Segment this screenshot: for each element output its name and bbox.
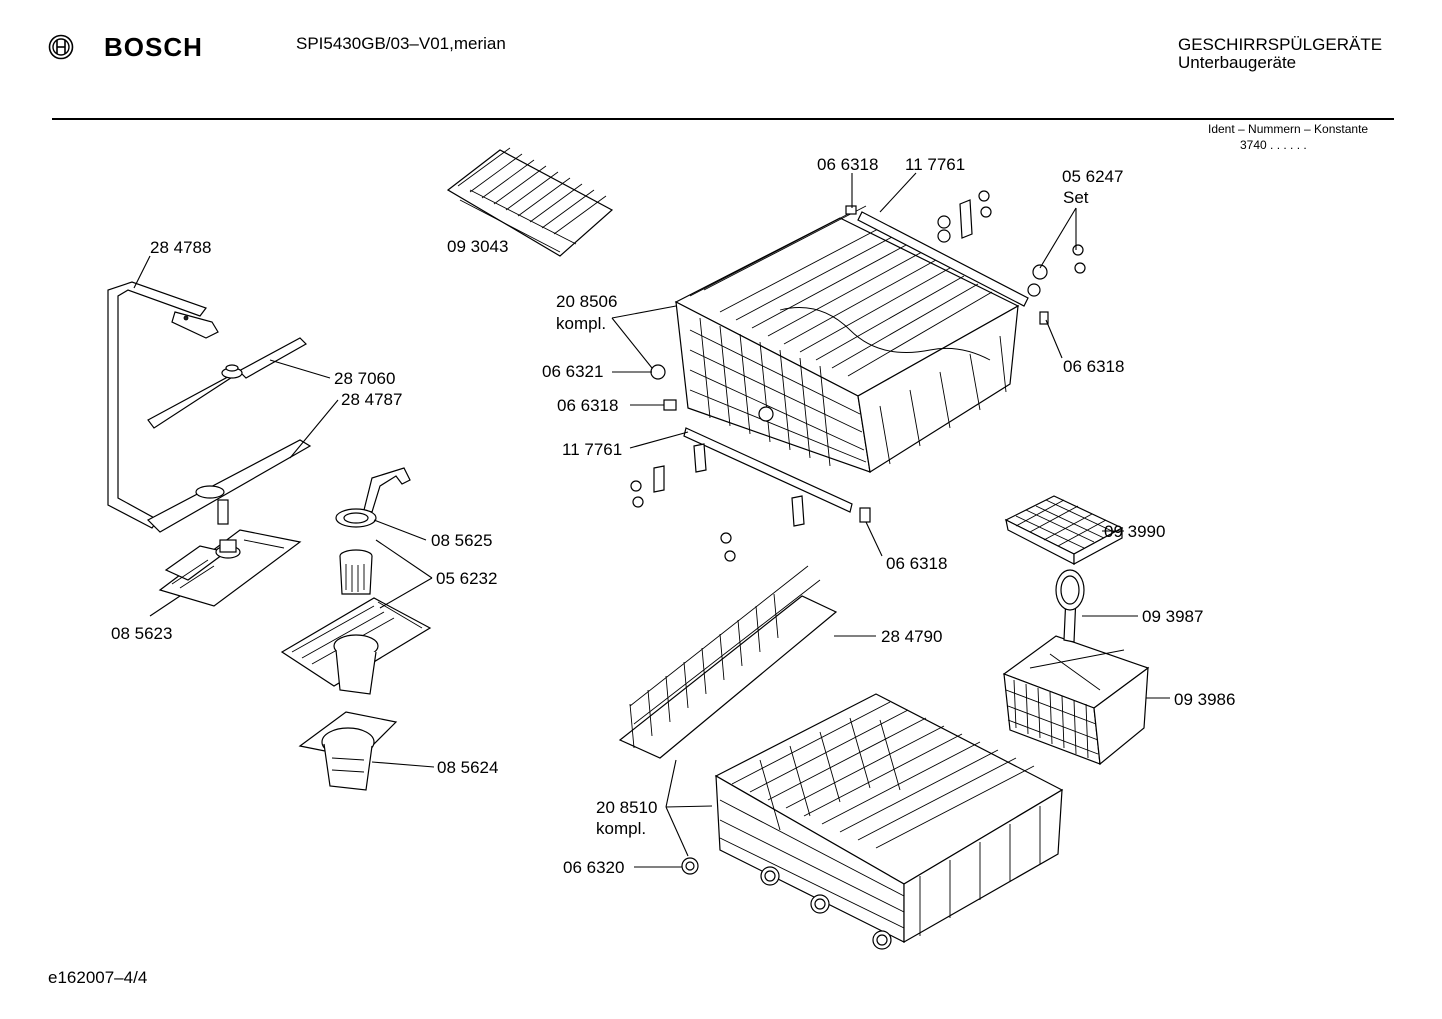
part-label-085625: 08 5625 — [431, 531, 492, 550]
part-label-208506-kompl: kompl. — [556, 314, 606, 333]
flat-filter-plate — [280, 597, 432, 695]
part-label-284788: 28 4788 — [150, 238, 211, 257]
part-label-056247: 05 6247 — [1062, 167, 1123, 186]
part-label-284787: 28 4787 — [341, 390, 402, 409]
coarse-filter-pot — [298, 711, 398, 791]
header-divider — [52, 118, 1394, 120]
micro-filter-cylinder — [339, 549, 373, 595]
lower-spray-arm — [146, 439, 312, 533]
spray-arm-supply-pipe — [107, 281, 219, 529]
part-label-117761-mid: 11 7761 — [562, 440, 622, 459]
part-label-093987: 09 3987 — [1142, 607, 1203, 626]
part-label-093043: 09 3043 — [447, 237, 508, 256]
ident-value: 3740 . . . . . . — [1240, 138, 1307, 152]
lower-basket — [681, 693, 1064, 950]
part-label-093986: 09 3986 — [1174, 690, 1235, 709]
part-label-066318-bottom: 06 6318 — [886, 554, 947, 573]
part-label-284790: 28 4790 — [881, 627, 942, 646]
part-label-208506: 20 8506 — [556, 292, 617, 311]
upper-spray-arm — [147, 337, 307, 429]
ident-label: Ident – Nummern – Konstante — [1208, 122, 1369, 136]
cutlery-basket — [1002, 569, 1150, 766]
part-label-066318-left: 06 6318 — [557, 396, 618, 415]
part-label-117761-top: 11 7761 — [905, 155, 965, 174]
roller-bracket-set — [937, 190, 1086, 325]
part-label-066321: 06 6321 — [542, 362, 603, 381]
part-label-208510-kompl: kompl. — [596, 819, 646, 838]
bosch-logo-icon — [48, 34, 74, 60]
part-label-066320: 06 6320 — [563, 858, 624, 877]
product-subcategory: Unterbaugeräte — [1178, 53, 1297, 72]
product-category: GESCHIRRSPÜLGERÄTE — [1178, 35, 1383, 54]
part-label-287060: 28 7060 — [334, 369, 395, 388]
document-id: e162007–4/4 — [48, 968, 148, 987]
part-label-085624: 08 5624 — [437, 758, 498, 777]
leader-lines — [133, 172, 1170, 868]
filter-handle-ring — [335, 467, 411, 528]
model-number: SPI5430GB/03–V01,merian — [296, 34, 506, 53]
spray-arm-base-filter — [158, 529, 302, 607]
fold-down-rack — [618, 565, 838, 759]
cup-shelf-insert — [446, 147, 614, 257]
part-label-056247-set: Set — [1063, 188, 1089, 207]
part-label-085623: 08 5623 — [111, 624, 172, 643]
part-label-066318-right: 06 6318 — [1063, 357, 1124, 376]
part-label-056232: 05 6232 — [436, 569, 497, 588]
part-label-093990: 09 3990 — [1104, 522, 1165, 541]
part-label-208510: 20 8510 — [596, 798, 657, 817]
brand-name: BOSCH — [104, 32, 203, 62]
upper-basket — [674, 205, 1020, 473]
part-label-066318-top: 06 6318 — [817, 155, 878, 174]
top-rail-upper — [845, 205, 1029, 307]
cutlery-grid-insert — [1004, 495, 1124, 566]
